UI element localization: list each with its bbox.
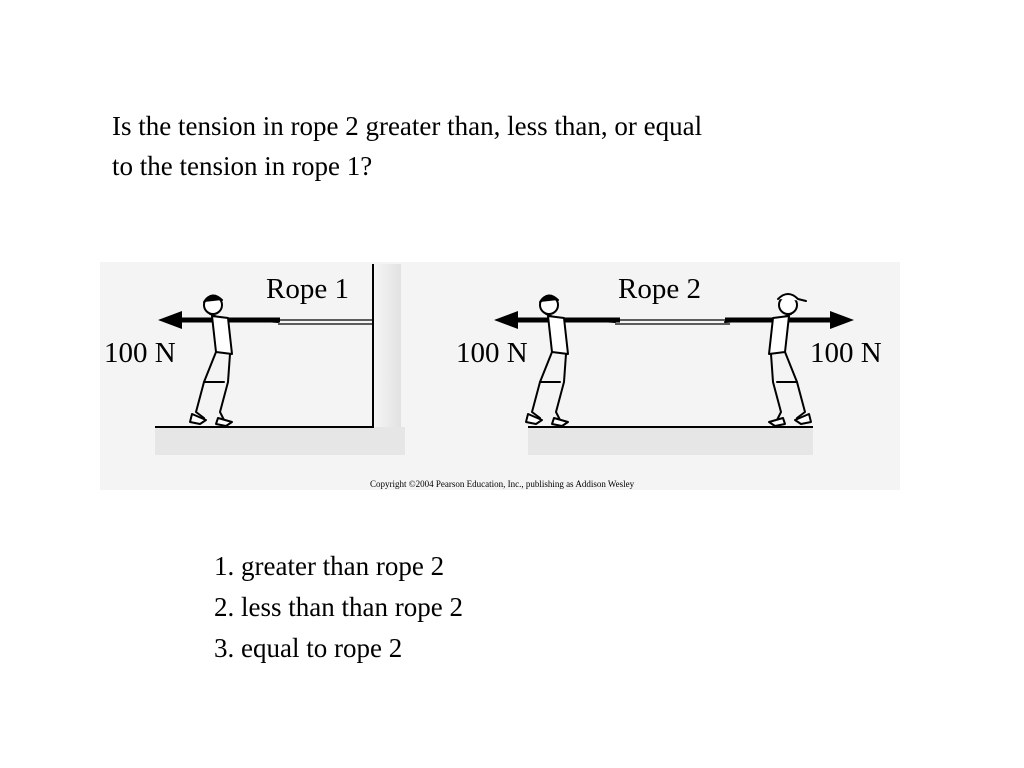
ground-left <box>155 427 405 455</box>
force-label-right-2: 100 N <box>810 337 882 369</box>
person-right-panel-left <box>525 294 616 427</box>
arrow-head-left-2 <box>494 311 518 329</box>
question-text: Is the tension in rope 2 greater than, l… <box>112 106 892 186</box>
rope-1-label: Rope 1 <box>266 273 349 305</box>
option-2: 2. less than than rope 2 <box>214 592 463 622</box>
option-1: 1. greater than rope 2 <box>214 551 445 581</box>
person-right-panel-right <box>724 293 812 427</box>
rope-tension-figure: Rope 1 100 N <box>100 262 900 490</box>
rope-2-label: Rope 2 <box>618 273 701 305</box>
answer-options: 1. greater than rope 2 2. less than than… <box>214 546 463 669</box>
force-label-left-2: 100 N <box>456 337 528 369</box>
question-line-1: Is the tension in rope 2 greater than, l… <box>112 111 703 141</box>
force-label-left-1: 100 N <box>104 337 176 369</box>
figure-svg: Rope 1 100 N <box>100 262 900 490</box>
arrow-head-right-2 <box>830 311 854 329</box>
person-left-panel <box>189 294 279 427</box>
wall <box>373 264 401 454</box>
copyright-notice: Copyright ©2004 Pearson Education, Inc.,… <box>370 479 635 489</box>
arrow-head-left-1 <box>158 311 182 329</box>
option-3: 3. equal to rope 2 <box>214 633 403 663</box>
question-line-2: to the tension in rope 1? <box>112 151 373 181</box>
ground-right <box>528 427 813 455</box>
